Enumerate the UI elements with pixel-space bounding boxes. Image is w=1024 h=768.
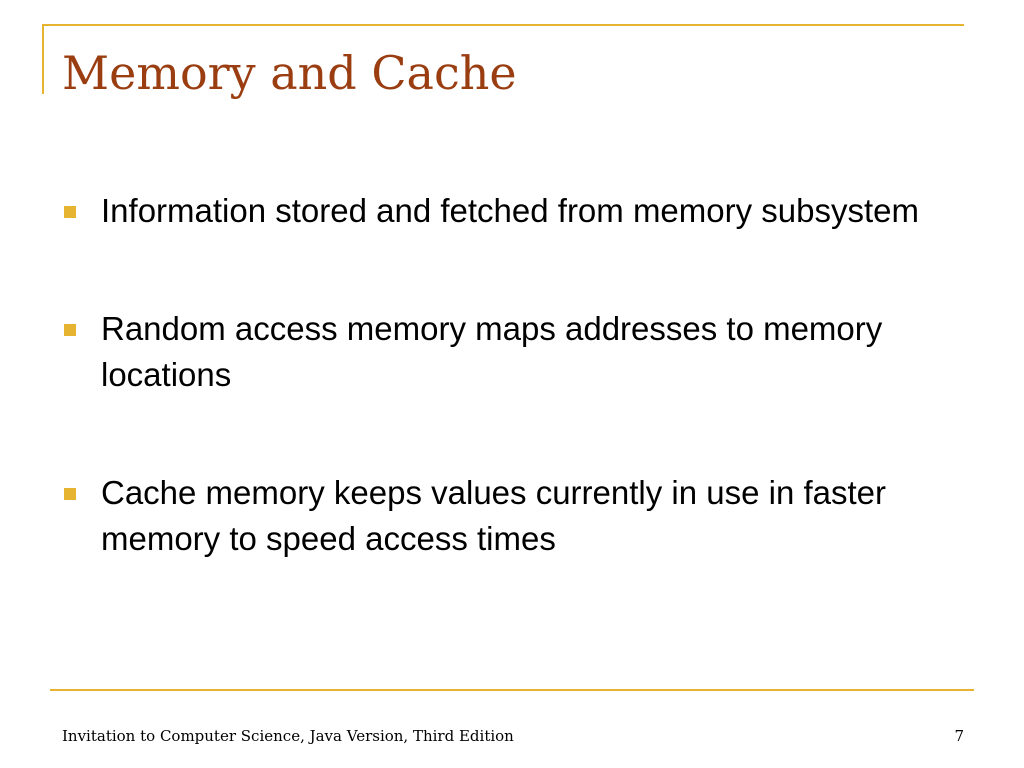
bullet-text: Information stored and fetched from memo… — [101, 192, 920, 229]
page-number: 7 — [954, 727, 964, 745]
bullet-list: Information stored and fetched from memo… — [64, 188, 964, 634]
slide-title: Memory and Cache — [62, 46, 517, 100]
footer-rule — [50, 689, 974, 691]
title-frame-top-rule — [42, 24, 964, 26]
bullet-item: Cache memory keeps values currently in u… — [64, 470, 964, 562]
bullet-item: Information stored and fetched from memo… — [64, 188, 964, 234]
square-bullet-icon — [64, 488, 76, 500]
square-bullet-icon — [64, 206, 76, 218]
title-frame-left-rule — [42, 24, 44, 94]
bullet-item: Random access memory maps addresses to m… — [64, 306, 964, 398]
footer-text: Invitation to Computer Science, Java Ver… — [62, 727, 514, 745]
bullet-text: Random access memory maps addresses to m… — [101, 310, 883, 393]
bullet-text: Cache memory keeps values currently in u… — [101, 474, 887, 557]
square-bullet-icon — [64, 324, 76, 336]
